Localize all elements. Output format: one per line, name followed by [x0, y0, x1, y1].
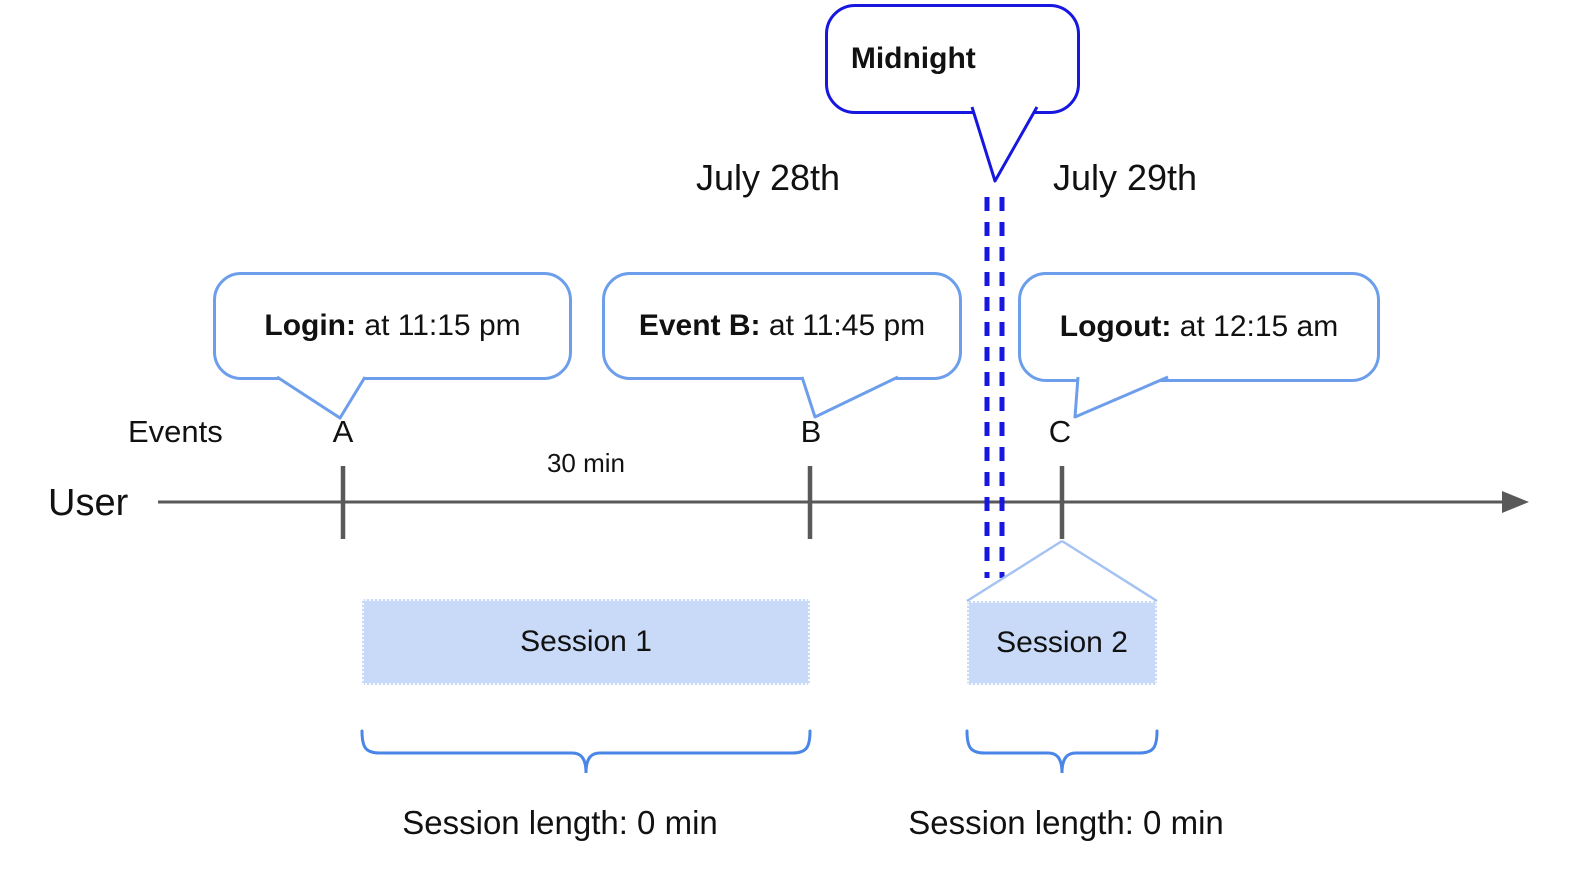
session-1-box: Session 1	[362, 599, 810, 685]
session-2-box: Session 2	[967, 601, 1157, 685]
session-2-label: Session 2	[996, 626, 1128, 659]
event-mark-a: A	[332, 414, 354, 449]
event-b-callout-tail	[800, 375, 899, 419]
midnight-callout: Midnight	[825, 4, 1080, 114]
login-label: Login:	[264, 309, 357, 342]
midnight-label: Midnight	[850, 42, 976, 75]
midnight-callout-tail	[970, 106, 1039, 183]
event-b-time: at 11:45 pm	[768, 309, 926, 342]
session-2-brace	[965, 729, 1159, 774]
events-axis-label: Events	[128, 414, 223, 449]
login-callout-tail	[276, 375, 367, 420]
date-label-july-29: July 29th	[1052, 157, 1198, 198]
timeline-arrowhead-icon	[1502, 491, 1529, 513]
session-1-label: Session 1	[520, 625, 652, 658]
session-1-brace	[360, 729, 812, 774]
login-callout: Login: at 11:15 pm	[213, 272, 572, 380]
logout-callout-tail	[1073, 375, 1169, 419]
session-1-length-label: Session length: 0 min	[402, 804, 718, 841]
logout-time: at 12:15 am	[1179, 310, 1339, 343]
user-row-label: User	[48, 482, 129, 524]
login-time: at 11:15 pm	[364, 309, 521, 342]
date-label-july-28: July 28th	[695, 157, 841, 198]
interval-label-30min: 30 min	[546, 448, 626, 478]
session-2-connector-left	[966, 539, 1063, 603]
event-mark-c: C	[1048, 414, 1072, 449]
session-2-connector-right	[1061, 539, 1158, 603]
logout-callout: Logout: at 12:15 am	[1018, 272, 1380, 382]
event-b-label: Event B:	[638, 309, 761, 342]
logout-label: Logout:	[1059, 310, 1172, 343]
event-mark-b: B	[800, 414, 822, 449]
session-2-length-label: Session length: 0 min	[908, 804, 1224, 841]
event-b-callout: Event B: at 11:45 pm	[602, 272, 962, 380]
